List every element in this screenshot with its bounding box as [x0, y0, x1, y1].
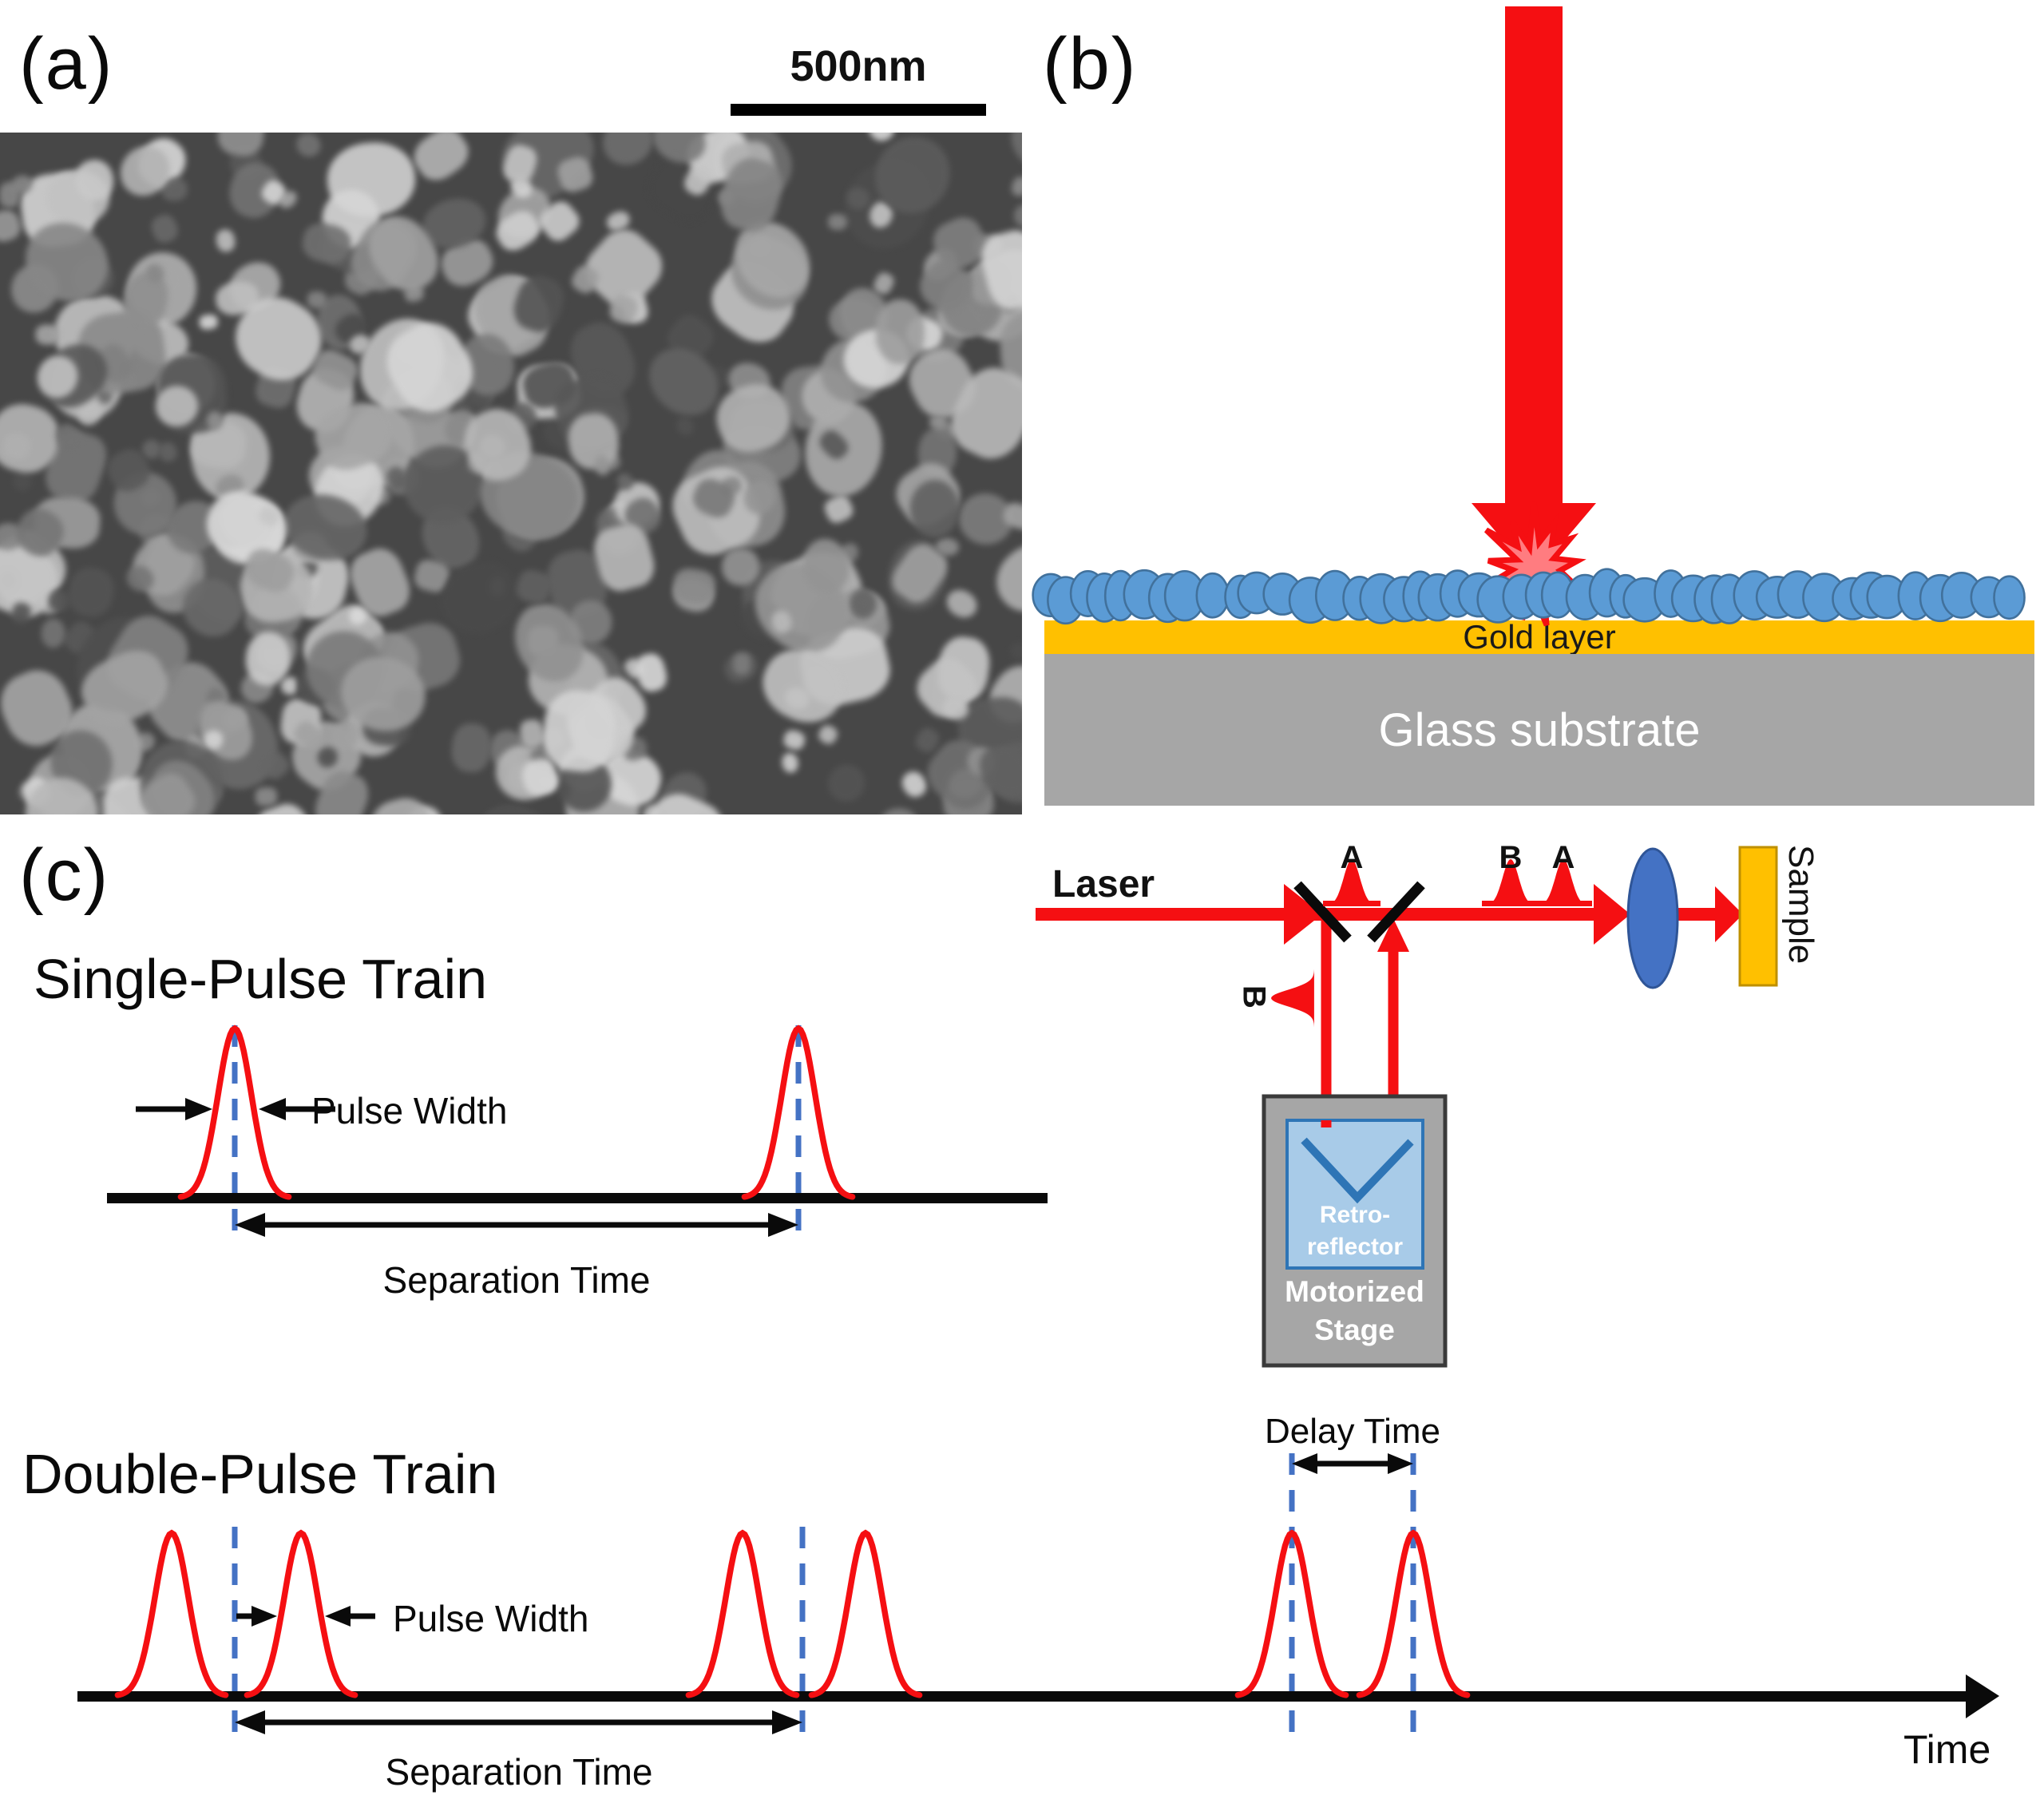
train-pulses	[114, 1024, 1471, 1698]
laser-label: Laser	[1052, 863, 1155, 905]
pulse-b-side-glyph	[1271, 969, 1314, 1028]
focusing-lens	[1626, 847, 1679, 989]
time-axis-label: Time	[1903, 1727, 1991, 1772]
panel-a-label: (a)	[19, 23, 114, 105]
panel-b-label: (b)	[1043, 23, 1138, 105]
glass-substrate: Glass substrate	[1044, 654, 2034, 806]
retroreflector-mirror-v	[1301, 1137, 1414, 1204]
double-pulse-train-plot	[77, 1453, 1999, 1742]
annotation-arrows	[136, 1098, 1413, 1734]
sem-micrograph	[0, 133, 1022, 814]
beam-pulses	[1271, 859, 1592, 1028]
sample-target	[1738, 846, 1778, 987]
sample-label: Sample	[1781, 845, 1820, 965]
delay-time-label: Delay Time	[1264, 1412, 1441, 1451]
pulse-a2-label: A	[1551, 840, 1575, 875]
motorized-stage-label: Motorized Stage	[1285, 1275, 1424, 1346]
single-pulse-width-label: Pulse Width	[311, 1090, 508, 1131]
pulse-b2-label: B	[1499, 840, 1523, 875]
double-train-title: Double-Pulse Train	[22, 1443, 498, 1505]
retroreflector-label: Retro- reflector	[1306, 1202, 1404, 1260]
panel-c-label: (c)	[19, 834, 110, 916]
single-train-baseline	[107, 1193, 1048, 1203]
double-separation-label: Separation Time	[385, 1751, 653, 1793]
single-separation-label: Separation Time	[382, 1259, 651, 1301]
single-train-title: Single-Pulse Train	[34, 948, 488, 1010]
time-axis-arrowhead	[1966, 1674, 1999, 1718]
gold-layer: Gold layer	[1044, 618, 2034, 656]
time-axis	[77, 1691, 1974, 1702]
pulse-a1-label: A	[1340, 840, 1364, 875]
motorized-stage	[1262, 1094, 1448, 1368]
double-pulse-width-label: Pulse Width	[393, 1598, 589, 1639]
glass-substrate-label: Glass substrate	[1378, 703, 1701, 756]
beamsplitter-2	[1367, 881, 1425, 943]
single-pulse-train-plot	[107, 1025, 1048, 1244]
gold-layer-label: Gold layer	[1463, 618, 1616, 656]
nanoparticle-layer	[1032, 568, 2026, 625]
pulse-b-side-label: B	[1236, 985, 1272, 1009]
incident-laser-arrow	[1472, 6, 1596, 577]
beamsplitter-1	[1293, 881, 1352, 943]
scale-bar-label: 500nm	[790, 42, 927, 90]
scale-bar	[731, 104, 986, 116]
